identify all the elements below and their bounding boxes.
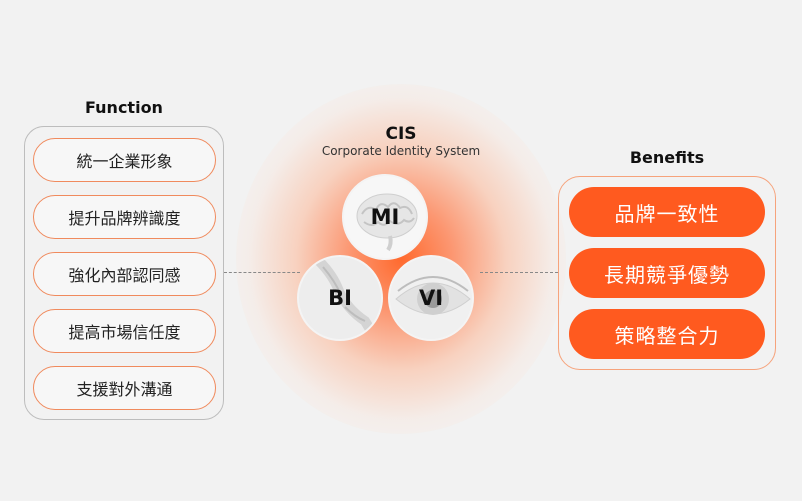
eye-icon <box>395 276 471 315</box>
vi-label: VI <box>418 286 444 310</box>
bi-label: BI <box>328 286 352 310</box>
bi-circle: BI <box>297 255 383 341</box>
cis-title: CIS <box>385 124 417 144</box>
vi-circle: VI <box>388 255 474 341</box>
function-item: 統一企業形象 <box>33 138 216 182</box>
mi-circle: MI <box>342 174 428 260</box>
function-item: 強化內部認同感 <box>33 252 216 296</box>
handshake-icon <box>314 257 376 336</box>
left-connector-line <box>224 272 300 273</box>
right-connector-line <box>480 272 558 273</box>
benefits-panel <box>558 176 776 370</box>
function-item: 支援對外溝通 <box>33 366 216 410</box>
benefits-heading: Benefits <box>629 148 705 167</box>
benefit-item: 長期競爭優勢 <box>569 248 765 298</box>
orange-glow-backdrop <box>236 84 566 434</box>
cis-subtitle: Corporate Identity System <box>321 144 481 158</box>
brain-icon <box>356 193 418 252</box>
function-heading: Function <box>85 98 163 117</box>
benefit-item: 策略整合力 <box>569 309 765 359</box>
function-item: 提升品牌辨識度 <box>33 195 216 239</box>
benefit-item: 品牌一致性 <box>569 187 765 237</box>
function-panel <box>24 126 224 420</box>
mi-label: MI <box>370 205 400 229</box>
function-item: 提高市場信任度 <box>33 309 216 353</box>
